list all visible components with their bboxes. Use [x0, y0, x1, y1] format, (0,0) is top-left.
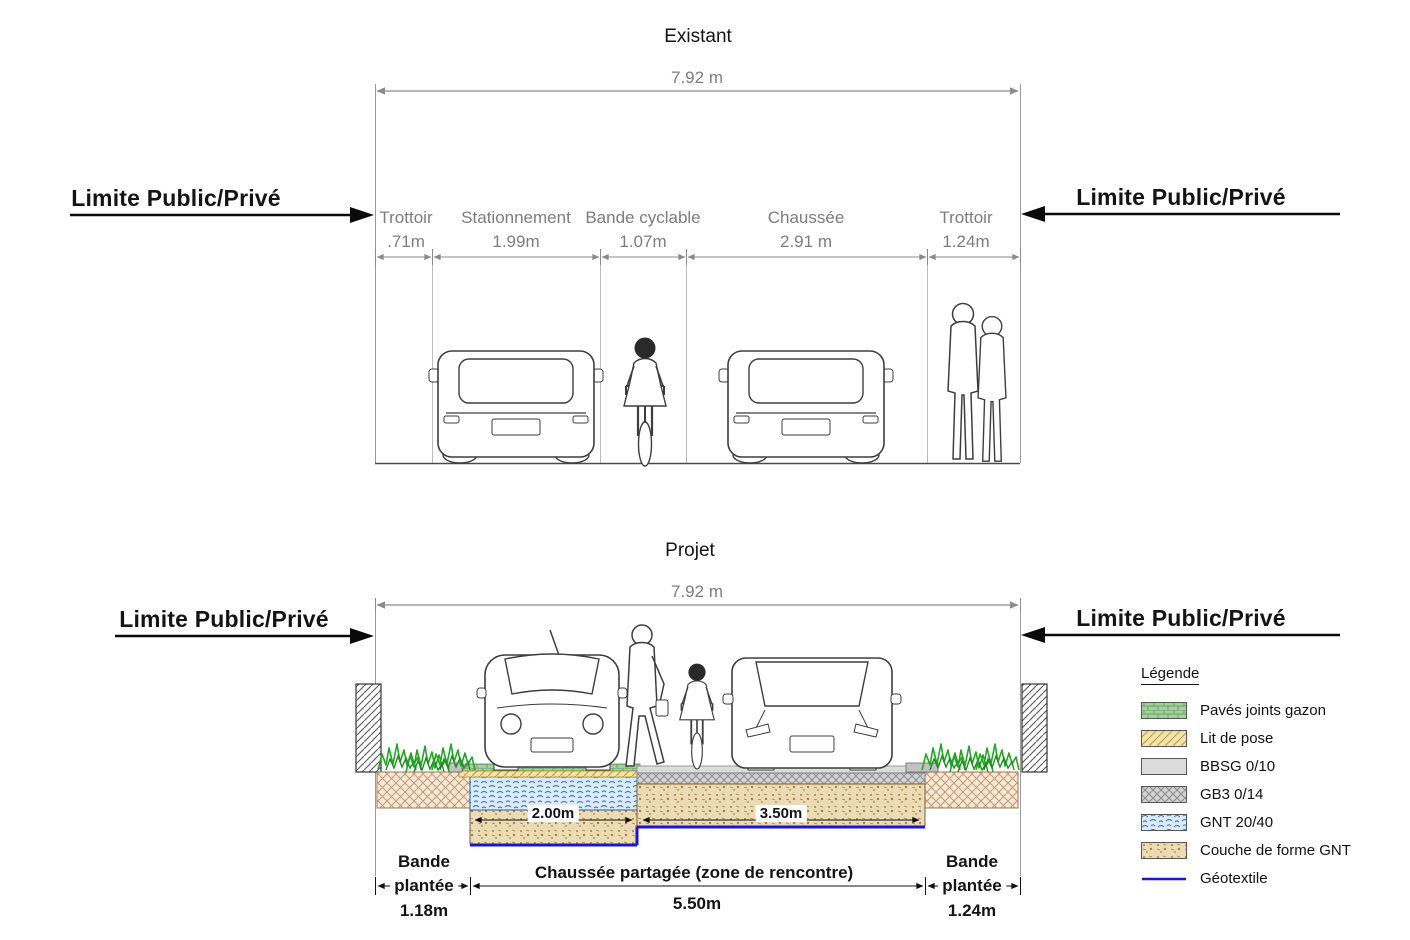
segment-label-bande-cyclable: Bande cyclable — [585, 208, 701, 227]
limit-public-prive-left-existant-label: Limite Public/Privé — [71, 185, 281, 211]
gb3-layer — [636, 772, 926, 785]
walking-pedestrian-icon — [625, 624, 669, 767]
gb3-swatch-icon — [1141, 786, 1187, 803]
lit-de-pose-swatch-icon — [1141, 730, 1187, 747]
bande-plantee-right-line2: plantée — [938, 876, 1006, 896]
existant-segment-dimension-lines — [375, 249, 1021, 265]
limit-public-prive-right-existant-label: Limite Public/Privé — [1076, 184, 1286, 210]
gnt-swatch-icon — [1141, 814, 1187, 831]
limit-arrow-right-projet — [1021, 627, 1340, 643]
road-car-rear-icon — [718, 350, 894, 464]
segment-width-chaussee: 2.91 m — [780, 232, 832, 251]
couche-forme-swatch-icon — [1141, 842, 1187, 859]
legend-label: Géotextile — [1200, 870, 1268, 887]
legend-label: GNT 20/40 — [1200, 814, 1274, 831]
bande-plantee-right-line1: Bande — [946, 852, 998, 871]
child-cyclist-icon — [678, 662, 716, 770]
segment-label-trottoir-left: Trottoir — [379, 208, 433, 227]
legend-item-paves: Pavés joints gazon — [1141, 702, 1351, 719]
pedestrians-icon — [947, 302, 1007, 462]
legend-label: Pavés joints gazon — [1200, 702, 1326, 719]
limit-public-prive-right-projet-label: Limite Public/Privé — [1076, 605, 1286, 631]
lit-de-pose-layer — [458, 770, 641, 778]
parked-car-rear-icon — [428, 350, 604, 464]
planted-band-left-layer — [376, 771, 471, 809]
small-car-front-icon — [476, 629, 628, 771]
wall-left-hatch — [355, 683, 382, 773]
limit-arrow-left-projet — [115, 628, 374, 644]
segment-width-bande-cyclable: 1.07m — [619, 232, 667, 251]
legend-item-lit-de-pose: Lit de pose — [1141, 730, 1351, 747]
segment-label-trottoir-right: Trottoir — [939, 208, 993, 227]
legend-label: GB3 0/14 — [1200, 786, 1264, 803]
segment-label-stationnement: Stationnement — [461, 208, 571, 227]
segment-width-stationnement: 1.99m — [492, 232, 540, 251]
bande-plantee-left-line1: Bande — [398, 852, 450, 871]
sedan-car-front-icon — [722, 657, 902, 771]
chaussee-partagee-width: 5.50m — [672, 894, 722, 913]
existant-title: Existant — [664, 26, 732, 47]
segment-width-trottoir-left: .71m — [387, 232, 425, 251]
limit-public-prive-left-projet-label: Limite Public/Privé — [119, 606, 329, 632]
legend-item-geotextile: Géotextile — [1141, 870, 1351, 887]
legend-item-gb3: GB3 0/14 — [1141, 786, 1351, 803]
projet-overall-dimension-line — [375, 598, 1021, 612]
bande-plantee-right-width: 1.24m — [947, 901, 997, 920]
legend-label: Lit de pose — [1200, 730, 1274, 747]
legend-title: Légende — [1141, 665, 1200, 685]
legend-label: Couche de forme GNT — [1200, 842, 1351, 859]
geotextile-line — [470, 825, 925, 847]
projet-title: Projet — [665, 540, 715, 561]
existant-section — [70, 84, 1340, 468]
projet-total-width-label: 7.92 m — [671, 582, 723, 601]
legend-item-couche-forme: Couche de forme GNT — [1141, 842, 1351, 859]
geotextile-swatch-icon — [1142, 877, 1186, 881]
legend-label: BBSG 0/10 — [1200, 758, 1276, 775]
legend-item-bbsg: BBSG 0/10 — [1141, 758, 1351, 775]
ground-layers — [376, 762, 1019, 847]
segment-label-chaussee: Chaussée — [767, 208, 845, 227]
legend-item-gnt: GNT 20/40 — [1141, 814, 1351, 831]
wall-right-hatch — [1021, 683, 1048, 773]
bande-plantee-left-line2: plantée — [390, 876, 458, 896]
cyclist-icon — [622, 336, 668, 468]
chaussee-partagee-label: Chaussée partagée (zone de rencontre) — [534, 863, 854, 882]
existant-segment-separators — [432, 265, 928, 463]
limit-arrow-right-existant — [1021, 206, 1340, 222]
paves-joints-gazon-swatch-icon — [1141, 702, 1187, 719]
bande-plantee-left-width: 1.18m — [399, 901, 449, 920]
legend: Légende Pavés joints gazon Lit de pose B… — [1141, 665, 1351, 887]
limit-arrow-left-existant — [70, 207, 374, 223]
bbsg-swatch-icon — [1141, 758, 1187, 775]
inner-dim-left-zone: 2.00m — [527, 805, 579, 823]
inner-dim-right-zone: 3.50m — [755, 805, 807, 823]
planted-band-right-layer — [924, 771, 1019, 809]
segment-width-trottoir-right: 1.24m — [942, 232, 990, 251]
existant-total-width-label: 7.92 m — [671, 68, 723, 87]
